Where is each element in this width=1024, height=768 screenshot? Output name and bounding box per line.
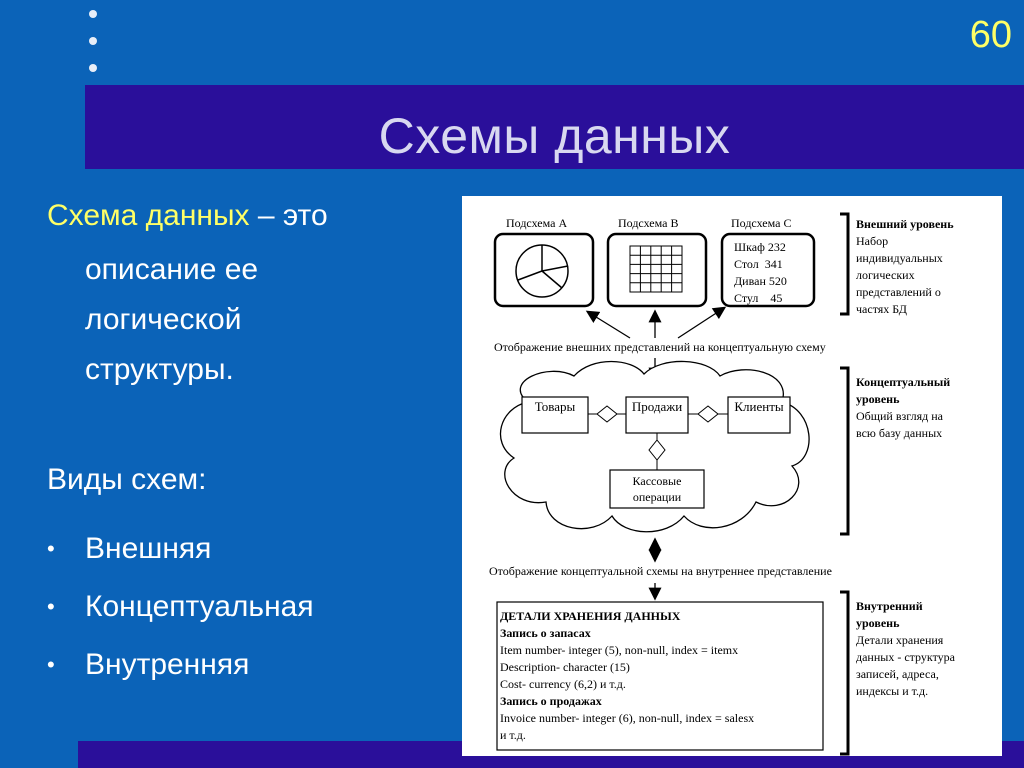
bracket — [840, 212, 850, 316]
internal-level-title: уровень — [856, 616, 900, 630]
conceptual-level-title: уровень — [856, 392, 900, 406]
definition-rest: описание ее логической структуры. — [85, 252, 259, 386]
subschema-c-box — [720, 232, 816, 308]
definition-dash: – это — [249, 199, 328, 232]
grid-table-icon — [629, 245, 683, 293]
storage-details-box — [496, 601, 824, 751]
internal-level-title: Внутренний — [856, 599, 923, 613]
bullet-icon: • — [47, 536, 55, 561]
dot — [89, 37, 97, 45]
map-external-label: Отображение внешних представлений на кон… — [494, 340, 826, 354]
definition-line: Схема данных – это — [47, 196, 447, 237]
external-level-line: Набор — [856, 234, 888, 248]
types-list: • Внешняя • Концептуальная • Внутренняя — [47, 520, 314, 694]
slide-number: 60 — [969, 14, 1012, 56]
storage-line: Invoice number- integer (6), non-null, i… — [500, 711, 754, 725]
external-level-line: представлений о — [856, 285, 941, 299]
entity-sales-box — [625, 396, 689, 434]
definition-block: Схема данных – это описание ее логическо… — [47, 196, 447, 395]
bracket — [840, 590, 850, 756]
internal-level-line: индексы и т.д. — [856, 684, 928, 698]
storage-line: Запись о запасах — [500, 626, 591, 640]
conceptual-level-line: Общий взгляд на — [856, 409, 944, 423]
dot — [89, 10, 97, 18]
diagram-svg: Подсхема A Подсхема B Подсхема C Шкаф 23… — [489, 212, 956, 756]
type-label: Внешняя — [85, 532, 212, 565]
entity-cash-label: операции — [633, 490, 682, 504]
internal-level-line: Детали хранения — [856, 633, 944, 647]
subschema-b-box — [606, 232, 708, 308]
storage-line: ДЕТАЛИ ХРАНЕНИЯ ДАННЫХ — [500, 609, 681, 623]
subschema-c-line: Диван 520 — [734, 274, 787, 288]
list-item: • Внутренняя — [47, 636, 314, 694]
map-internal-label: Отображение концептуальной схемы на внут… — [489, 564, 832, 578]
arrow — [677, 306, 727, 339]
schema-diagram: Подсхема A Подсхема B Подсхема C Шкаф 23… — [462, 196, 1002, 756]
conceptual-level-line: всю базу данных — [856, 426, 942, 440]
external-level-line: частях БД — [856, 302, 907, 316]
title-band: Схемы данных — [85, 85, 1024, 169]
decorative-dots — [89, 10, 99, 91]
external-level-title: Внешний уровень — [856, 217, 954, 231]
subschema-c-line: Стул 45 — [734, 291, 782, 305]
type-label: Внутренняя — [85, 648, 250, 681]
list-item: • Концептуальная — [47, 578, 314, 636]
external-level-line: индивидуальных — [856, 251, 943, 265]
storage-line: Description- character (15) — [500, 660, 630, 674]
relationship-diamond — [648, 439, 666, 461]
pie-chart-icon — [515, 244, 569, 298]
entity-clients-label: Клиенты — [734, 399, 784, 414]
internal-level-line: данных - структура — [856, 650, 956, 664]
internal-level-line: записей, адреса, — [856, 667, 939, 681]
external-level-line: логических — [856, 268, 915, 282]
entity-sales-label: Продажи — [632, 399, 682, 414]
bracket — [840, 366, 850, 536]
entity-cash-label: Кассовые — [633, 474, 682, 488]
slide-title: Схемы данных — [378, 108, 731, 164]
storage-line: Cost- currency (6,2) и т.д. — [500, 677, 626, 691]
subschema-c-label: Подсхема C — [731, 216, 791, 230]
storage-line: Item number- integer (5), non-null, inde… — [500, 643, 738, 657]
entity-clients-box — [727, 396, 791, 434]
list-item: • Внешняя — [47, 520, 314, 578]
bullet-icon: • — [47, 594, 55, 619]
subschema-c-line: Шкаф 232 — [734, 240, 786, 254]
dot — [89, 64, 97, 72]
subschema-a-label: Подсхема A — [506, 216, 567, 230]
bullet-icon: • — [47, 652, 55, 677]
entity-goods-label: Товары — [535, 399, 576, 414]
subschema-b-label: Подсхема B — [618, 216, 678, 230]
conceptual-level-title: Концептуальный — [856, 375, 950, 389]
definition-term: Схема данных — [47, 199, 250, 232]
subschema-c-line: Стол 341 — [734, 257, 783, 271]
entity-cash-box — [609, 469, 705, 509]
storage-line: и т.д. — [500, 728, 526, 742]
type-label: Концептуальная — [85, 590, 314, 623]
relationship-diamond — [596, 405, 618, 423]
arrow — [585, 310, 631, 339]
entity-goods-box — [521, 396, 589, 434]
storage-line: Запись о продажах — [500, 694, 602, 708]
types-heading: Виды схем: — [47, 463, 207, 496]
relationship-diamond — [697, 405, 719, 423]
